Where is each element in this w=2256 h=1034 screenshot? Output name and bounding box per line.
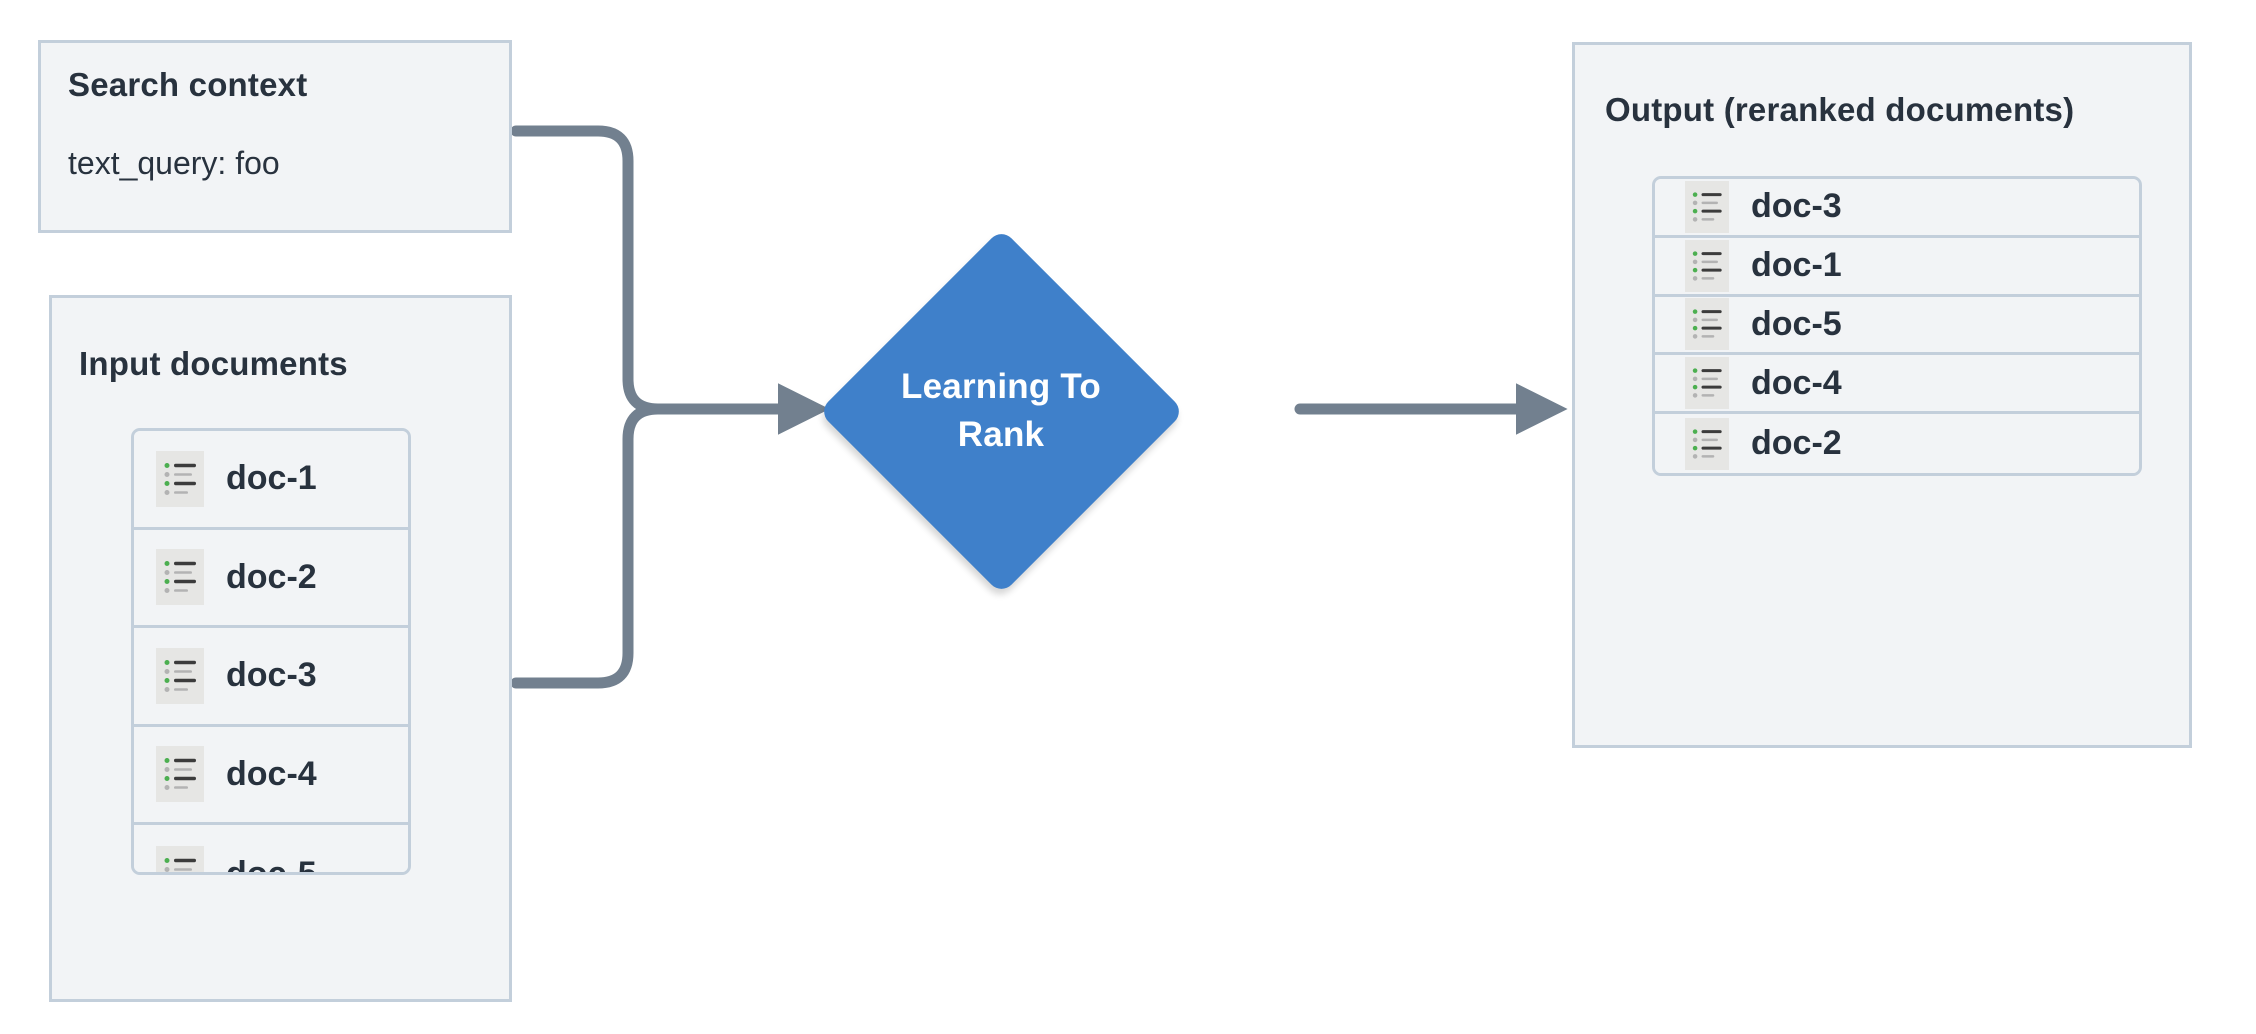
output-document-row[interactable]: doc-1 [1655, 237, 2139, 297]
document-list-icon [156, 549, 204, 606]
connector-input-documents-to-ltr [510, 403, 768, 689]
document-label: doc-5 [226, 854, 317, 875]
document-list-icon [1685, 417, 1729, 470]
connector-search-context-to-ltr [510, 125, 768, 415]
search-context-title: Search context [68, 66, 308, 103]
diamond-shape [817, 227, 1185, 595]
document-label: doc-3 [1751, 187, 1842, 226]
output-title: Output (reranked documents) [1605, 91, 2075, 128]
document-list-icon [156, 647, 204, 704]
output-document-row[interactable]: doc-2 [1655, 414, 2139, 473]
input-document-row[interactable]: doc-3 [134, 628, 408, 727]
document-list-icon [1685, 180, 1729, 233]
search-context-query-text: text_query: foo [68, 145, 280, 181]
document-list-icon [1685, 298, 1729, 351]
document-list-icon [1685, 357, 1729, 410]
document-label: doc-1 [226, 459, 317, 498]
input-document-row[interactable]: doc-1 [134, 431, 408, 530]
document-list-icon [1685, 239, 1729, 292]
document-list-icon [156, 846, 204, 872]
document-label: doc-1 [1751, 246, 1842, 285]
document-label: doc-4 [1751, 363, 1842, 402]
document-label: doc-4 [226, 754, 317, 793]
search-context-panel [38, 40, 512, 233]
input-document-row[interactable]: doc-2 [134, 529, 408, 628]
document-label: doc-2 [226, 557, 317, 596]
output-documents-list: doc-3 doc-1 doc-5 doc-4 doc-2 [1652, 176, 2142, 476]
input-document-row[interactable]: doc-4 [134, 726, 408, 825]
document-label: doc-2 [1751, 424, 1842, 463]
output-document-row[interactable]: doc-3 [1655, 179, 2139, 238]
document-label: doc-3 [226, 656, 317, 695]
input-documents-title: Input documents [79, 345, 348, 382]
output-document-row[interactable]: doc-5 [1655, 296, 2139, 356]
document-list-icon [156, 450, 204, 507]
output-document-row[interactable]: doc-4 [1655, 355, 2139, 415]
document-label: doc-5 [1751, 304, 1842, 343]
input-documents-list: doc-1 doc-2 doc-3 doc-4 doc-5 [131, 428, 411, 875]
document-list-icon [156, 746, 204, 803]
input-document-row[interactable]: doc-5 [134, 825, 408, 875]
learning-to-rank-node[interactable]: Learning To Rank [817, 227, 1185, 595]
